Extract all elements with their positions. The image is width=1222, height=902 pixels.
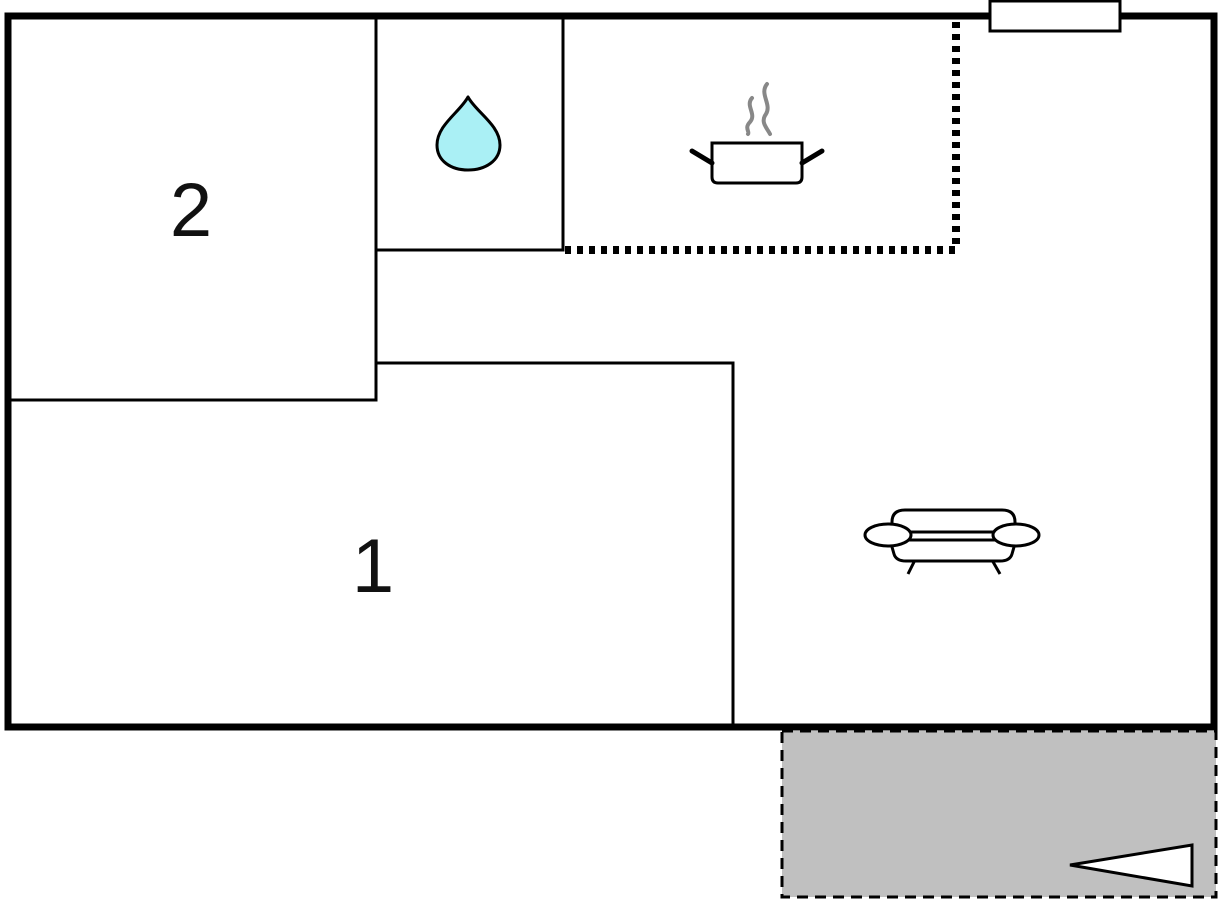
- entrance-arrow-icon: [1069, 843, 1194, 888]
- interior-walls: [8, 15, 735, 727]
- pot-body: [710, 141, 804, 185]
- sofa-back: [890, 508, 1017, 534]
- pot-handle-right: [799, 148, 825, 166]
- room-2-label: 2: [170, 168, 212, 253]
- kitchen-counter: [565, 22, 960, 254]
- sofa-seat: [888, 538, 1018, 563]
- water-drop-icon: [435, 95, 502, 172]
- pot-handle-left: [689, 148, 715, 166]
- window: [988, 0, 1122, 33]
- cooking-pot-icon: [689, 82, 825, 185]
- room-1-label: 1: [352, 524, 394, 609]
- outer-wall: [4, 12, 1218, 731]
- steam-icon: [745, 82, 772, 136]
- sofa-icon: [863, 508, 1041, 575]
- sofa-arm-left: [863, 522, 913, 548]
- terrace: [780, 729, 1218, 899]
- sofa-arm-right: [991, 522, 1041, 548]
